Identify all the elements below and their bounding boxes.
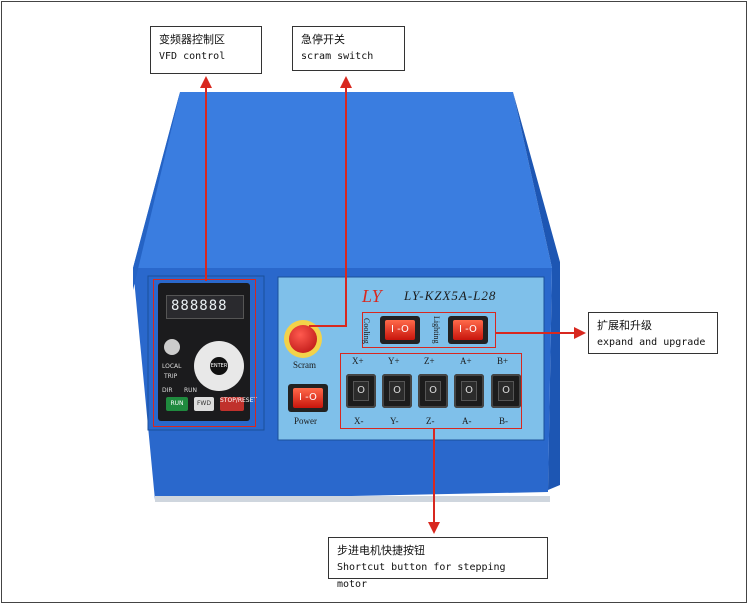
axis-plus-label: Z+: [424, 356, 435, 366]
scram-button[interactable]: [289, 325, 317, 353]
axis-plus-label: Y+: [388, 356, 400, 366]
callout-stepping-en: Shortcut button for stepping motor: [337, 562, 506, 590]
scram-label: Scram: [293, 360, 316, 370]
axis-minus-label: A-: [462, 416, 472, 426]
axis-plus-label: X+: [352, 356, 364, 366]
callout-expand-zh: 扩展和升级: [597, 319, 652, 332]
vfd-enter-button[interactable]: ENTER: [210, 357, 228, 375]
stepper-switches-highlight: [340, 353, 522, 429]
callout-vfd-zh: 变频器控制区: [159, 33, 225, 46]
axis-minus-label: B-: [499, 416, 508, 426]
arrow-expand-head: [574, 327, 586, 339]
lighting-label: Lighting: [432, 316, 441, 344]
arrow-scram-head: [340, 76, 352, 88]
control-panel-plate: [277, 276, 545, 441]
callout-vfd-en: VFD control: [159, 51, 226, 62]
callout-stepping-zh: 步进电机快捷按钮: [337, 544, 425, 557]
lighting-switch[interactable]: I -O: [448, 316, 488, 344]
callout-expand-upgrade: 扩展和升级 expand and upgrade: [588, 312, 718, 354]
axis-switch-mark: O: [425, 381, 441, 401]
arrow-stepping: [433, 429, 435, 523]
axis-switch-mark: O: [389, 381, 405, 401]
vfd-local-label: LOCAL: [162, 363, 182, 370]
axis-switch-mark: O: [461, 381, 477, 401]
axis-switch-mark: O: [498, 381, 514, 401]
vfd-display: 888888: [166, 295, 244, 319]
vfd-highlight-box: [153, 279, 256, 427]
power-switch[interactable]: I -O: [288, 384, 328, 412]
lighting-switch-lamp: I -O: [453, 320, 483, 340]
callout-expand-en: expand and upgrade: [597, 337, 706, 348]
axis-switch[interactable]: O: [418, 374, 448, 408]
callout-scram-switch: 急停开关 scram switch: [292, 26, 405, 71]
vfd-potentiometer-knob[interactable]: [164, 339, 180, 355]
axis-minus-label: X-: [354, 416, 364, 426]
vfd-run-button[interactable]: RUN: [166, 397, 188, 411]
vfd-direction-pad[interactable]: ENTER: [194, 341, 244, 391]
power-switch-lamp: I -O: [293, 388, 323, 408]
axis-plus-label: A+: [460, 356, 472, 366]
callout-stepping-motor: 步进电机快捷按钮 Shortcut button for stepping mo…: [328, 537, 548, 590]
axis-plus-label: B+: [497, 356, 509, 366]
arrow-stepping-head: [428, 522, 440, 534]
callout-scram-zh: 急停开关: [301, 33, 345, 46]
power-label: Power: [294, 416, 317, 426]
axis-minus-label: Z-: [426, 416, 435, 426]
cooling-switch-lamp: I -O: [385, 320, 415, 340]
model-number: LY-KZX5A-L28: [404, 288, 497, 303]
axis-switch-mark: O: [353, 381, 369, 401]
vfd-dir-label: DIR: [162, 387, 173, 394]
callout-vfd-control: 变频器控制区 VFD control: [150, 26, 262, 74]
vfd-run-led-label: RUN: [184, 387, 198, 394]
arrow-expand: [496, 332, 576, 334]
vfd-trip-label: TRIP: [164, 373, 178, 380]
axis-switch[interactable]: O: [454, 374, 484, 408]
expansion-switches-highlight: [362, 312, 496, 348]
cooling-switch[interactable]: I -O: [380, 316, 420, 344]
vfd-fwd-button[interactable]: FWD: [194, 397, 214, 411]
axis-switch[interactable]: O: [491, 374, 521, 408]
enclosure-right-side: [513, 92, 560, 490]
axis-switch[interactable]: O: [346, 374, 376, 408]
arrow-vfd-head: [200, 76, 212, 88]
vfd-stop-reset-button[interactable]: STOP/RESET: [220, 397, 257, 411]
enclosure-top-face: [133, 92, 552, 268]
vfd-display-digits: 888888: [171, 298, 228, 314]
vfd-keypad: 888888 ENTER LOCAL TRIP DIR RUN RUN FWD …: [158, 283, 257, 421]
axis-minus-label: Y-: [390, 416, 399, 426]
arrow-scram-horizontal: [309, 325, 347, 327]
callout-scram-en: scram switch: [301, 51, 374, 62]
axis-switch[interactable]: O: [382, 374, 412, 408]
brand-logo: LY: [362, 286, 382, 306]
cooling-label: Cooling: [362, 318, 371, 344]
arrow-vfd: [205, 86, 207, 281]
arrow-scram-vertical: [345, 86, 347, 326]
